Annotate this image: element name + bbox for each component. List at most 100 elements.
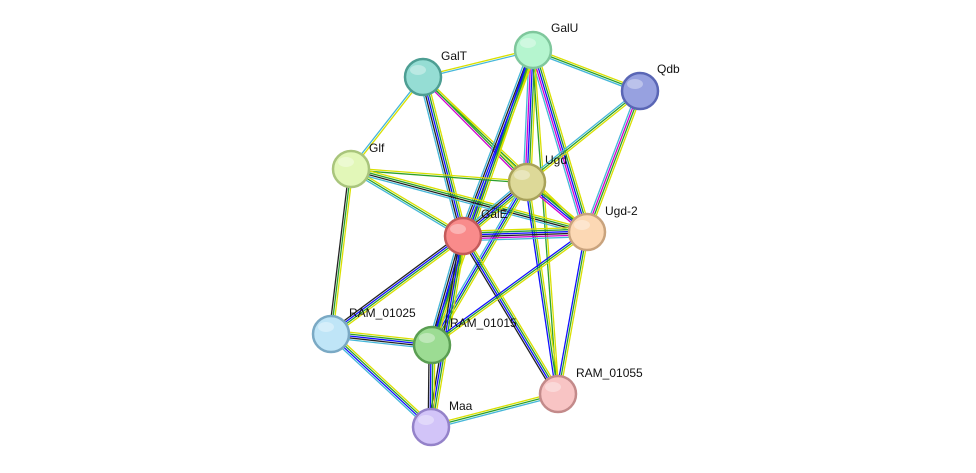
node-highlight bbox=[627, 79, 643, 89]
edge-evidence-line bbox=[332, 237, 466, 337]
edge-evidence-line bbox=[583, 89, 638, 232]
edge-Glf-GalE[interactable] bbox=[349, 166, 465, 239]
node-highlight bbox=[514, 170, 530, 180]
node-Ugd[interactable]: Ugd bbox=[507, 153, 567, 202]
edge-evidence-line bbox=[420, 77, 462, 237]
node-circle[interactable] bbox=[507, 162, 547, 202]
edge-Maa-RAM_01055[interactable] bbox=[430, 391, 559, 430]
edge-evidence-line bbox=[463, 234, 588, 240]
edge-evidence-line bbox=[427, 234, 460, 345]
edge-Ugd-2-RAM_01015[interactable] bbox=[430, 229, 589, 348]
edge-evidence-line bbox=[350, 171, 587, 236]
edge-evidence-line bbox=[349, 76, 423, 169]
edge-evidence-line bbox=[330, 234, 463, 334]
edge-Glf-Ugd-2[interactable] bbox=[350, 165, 588, 236]
edge-evidence-line bbox=[429, 235, 463, 427]
edge-Glf-RAM_01025[interactable] bbox=[328, 168, 354, 335]
node-highlight bbox=[520, 38, 536, 48]
edge-evidence-line bbox=[464, 234, 561, 393]
edge-Ugd-2-RAM_01055[interactable] bbox=[555, 231, 590, 395]
edge-GalU-Ugd-2[interactable] bbox=[528, 48, 592, 234]
edge-GalT-GalE[interactable] bbox=[418, 75, 468, 238]
node-RAM_01025[interactable]: RAM_01025 bbox=[311, 306, 416, 354]
node-Ugd-2[interactable]: Ugd-2 bbox=[567, 204, 638, 252]
edge-RAM_01025-Maa[interactable] bbox=[328, 331, 434, 430]
edge-evidence-line bbox=[329, 334, 431, 429]
edge-evidence-line bbox=[330, 168, 352, 335]
node-GalE[interactable]: GalE bbox=[443, 207, 508, 256]
edge-evidence-line bbox=[350, 169, 527, 184]
edge-evidence-line bbox=[587, 91, 642, 233]
node-circle[interactable] bbox=[567, 212, 607, 252]
edge-evidence-line bbox=[463, 236, 588, 242]
node-highlight bbox=[419, 333, 435, 343]
node-Glf[interactable]: Glf bbox=[331, 141, 385, 189]
edge-evidence-line bbox=[328, 335, 430, 430]
edge-evidence-line bbox=[328, 168, 350, 334]
node-circle[interactable] bbox=[412, 325, 452, 365]
node-highlight bbox=[574, 220, 590, 230]
edge-Qdb-Ugd[interactable] bbox=[525, 89, 642, 184]
edge-GalE-RAM_01025[interactable] bbox=[328, 233, 466, 337]
node-GalU[interactable]: GalU bbox=[513, 21, 578, 70]
node-circle[interactable] bbox=[403, 57, 443, 97]
edge-evidence-line bbox=[431, 395, 559, 430]
edge-evidence-line bbox=[350, 168, 464, 237]
edge-GalE-Ugd-2[interactable] bbox=[462, 226, 588, 242]
edge-evidence-line bbox=[430, 391, 558, 426]
edge-evidence-line bbox=[462, 226, 587, 232]
node-circle[interactable] bbox=[620, 71, 660, 111]
edge-evidence-line bbox=[351, 166, 465, 235]
edge-evidence-line bbox=[430, 229, 587, 344]
node-Maa[interactable]: Maa bbox=[411, 399, 473, 447]
edge-evidence-line bbox=[351, 167, 528, 182]
edge-evidence-line bbox=[559, 232, 590, 395]
edges-layer bbox=[328, 47, 644, 430]
node-RAM_01055[interactable]: RAM_01055 bbox=[538, 366, 643, 414]
node-RAM_01015[interactable]: RAM_01015 bbox=[412, 316, 517, 365]
node-label: Maa bbox=[449, 399, 473, 413]
node-circle[interactable] bbox=[443, 216, 483, 256]
edge-evidence-line bbox=[524, 49, 532, 182]
edge-GalE-RAM_01055[interactable] bbox=[460, 234, 561, 396]
edge-evidence-line bbox=[430, 393, 559, 428]
node-highlight bbox=[410, 65, 426, 75]
node-circle[interactable] bbox=[331, 149, 371, 189]
edge-evidence-line bbox=[418, 77, 460, 238]
node-Qdb[interactable]: Qdb bbox=[620, 62, 680, 111]
edge-evidence-line bbox=[526, 90, 641, 183]
node-label: Ugd bbox=[545, 153, 567, 167]
node-circle[interactable] bbox=[538, 374, 578, 414]
edge-evidence-line bbox=[424, 76, 466, 236]
node-circle[interactable] bbox=[411, 407, 451, 447]
node-label: Ugd-2 bbox=[605, 204, 638, 218]
node-label: GalT bbox=[441, 49, 468, 63]
edge-evidence-line bbox=[585, 90, 640, 232]
edge-evidence-line bbox=[429, 49, 532, 345]
edge-evidence-line bbox=[524, 182, 557, 395]
node-label: Qdb bbox=[657, 62, 680, 76]
node-label: RAM_01025 bbox=[349, 306, 416, 320]
edge-Ugd-RAM_01055[interactable] bbox=[524, 181, 561, 395]
edge-evidence-line bbox=[331, 332, 433, 427]
edge-Glf-Ugd[interactable] bbox=[350, 167, 528, 184]
edge-evidence-line bbox=[351, 77, 425, 170]
edge-evidence-line bbox=[534, 49, 590, 232]
node-highlight bbox=[338, 157, 354, 167]
edge-evidence-line bbox=[460, 237, 557, 396]
edge-evidence-line bbox=[332, 169, 354, 335]
node-highlight bbox=[450, 224, 466, 234]
edge-evidence-line bbox=[536, 48, 592, 232]
edge-evidence-line bbox=[431, 49, 534, 346]
edge-evidence-line bbox=[526, 181, 559, 395]
edge-GalT-Glf[interactable] bbox=[349, 76, 425, 170]
node-circle[interactable] bbox=[513, 30, 553, 70]
edge-evidence-line bbox=[462, 228, 587, 234]
edge-evidence-line bbox=[328, 233, 462, 333]
node-GalT[interactable]: GalT bbox=[403, 49, 468, 97]
node-circle[interactable] bbox=[311, 314, 351, 354]
edge-evidence-line bbox=[589, 91, 644, 234]
edge-Qdb-Ugd-2[interactable] bbox=[583, 89, 644, 234]
